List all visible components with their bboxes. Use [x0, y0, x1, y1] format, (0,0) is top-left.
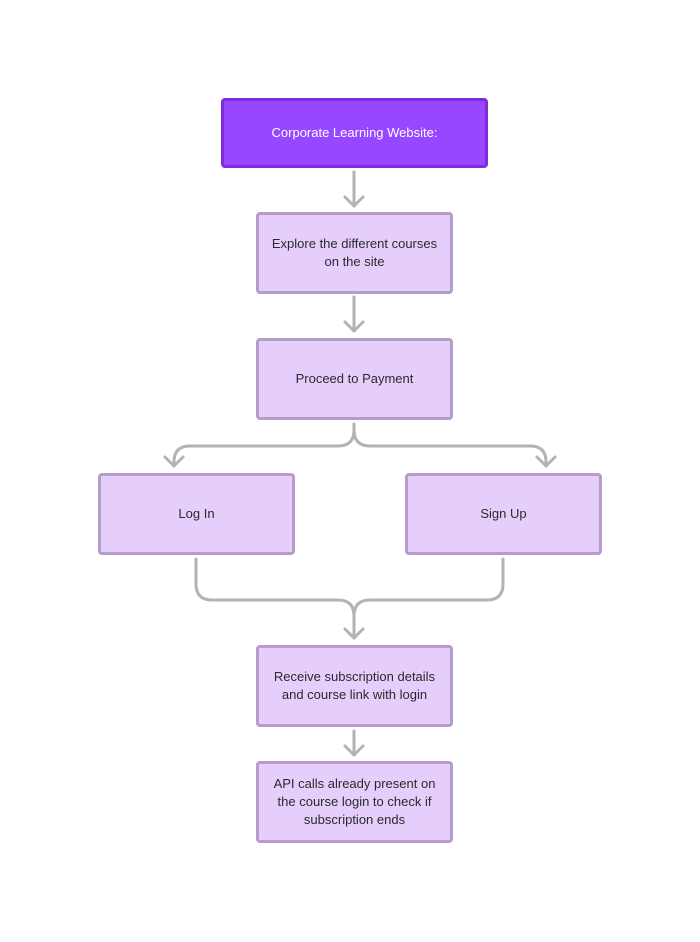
arrowhead-login	[163, 455, 185, 468]
arrowhead-signup	[535, 455, 557, 468]
arrowhead-api	[343, 744, 365, 757]
arrowhead-explore	[343, 195, 365, 208]
node-sign-up: Sign Up	[405, 473, 602, 555]
node-proceed-to-payment: Proceed to Payment	[256, 338, 453, 420]
node-corporate-learning-website: Corporate Learning Website:	[221, 98, 488, 168]
node-explore-courses: Explore the different courses on the sit…	[256, 212, 453, 294]
edge-login-receive	[194, 557, 356, 640]
node-receive-subscription: Receive subscription details and course …	[256, 645, 453, 727]
edge-payment-signup	[352, 428, 548, 468]
node-log-in: Log In	[98, 473, 295, 555]
arrowhead-receive	[343, 627, 365, 640]
edge-payment-login	[172, 422, 356, 468]
arrowhead-payment	[343, 320, 365, 333]
edge-signup-receive	[352, 557, 505, 618]
node-api-calls: API calls already present on the course …	[256, 761, 453, 843]
